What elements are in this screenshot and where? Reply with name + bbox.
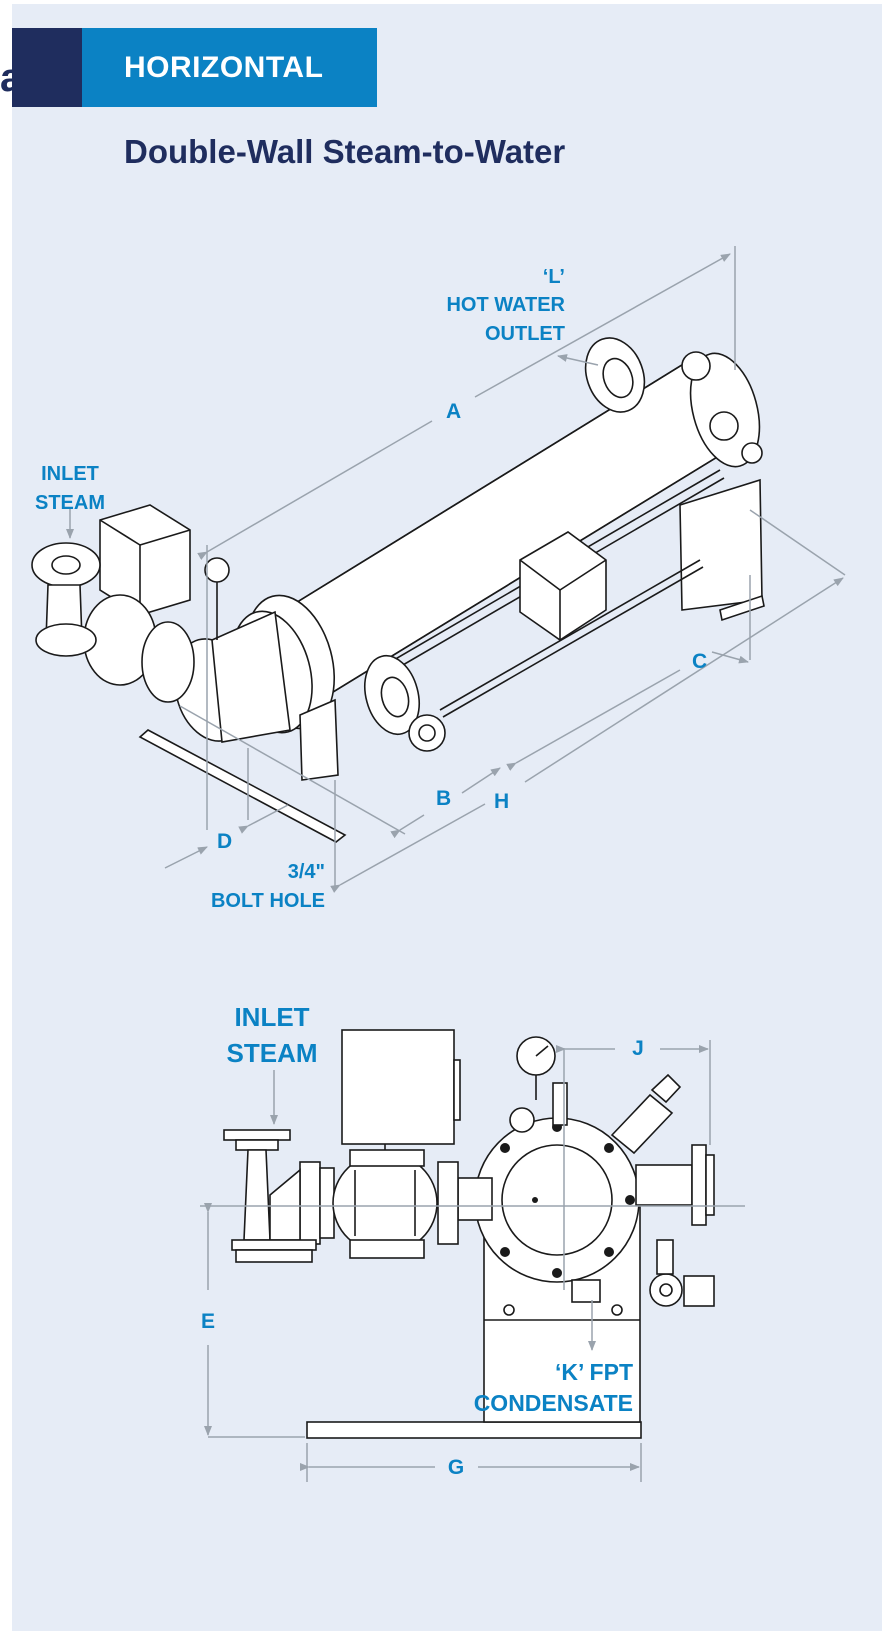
end-inlet-steam-label-line1: INLET <box>234 1002 309 1032</box>
hot-water-outlet-label-line1: HOT WATER <box>446 294 565 316</box>
isometric-dimension-lines <box>66 246 846 893</box>
end-view-dimension-lines <box>200 1040 745 1482</box>
bolt-hole-label: BOLT HOLE <box>211 890 325 912</box>
hot-water-outlet-label-line2: OUTLET <box>485 323 565 345</box>
dim-label-a: A <box>446 400 461 423</box>
condensate-size-label: ‘K’ FPT <box>555 1359 633 1385</box>
diagram-panel <box>12 4 882 1631</box>
dim-label-j: J <box>632 1037 644 1060</box>
diagram-subtitle: Double-Wall Steam-to-Water <box>124 133 566 170</box>
dim-label-g: G <box>448 1456 464 1479</box>
iso-inlet-steam-label-line1: INLET <box>41 463 99 485</box>
dim-label-h: H <box>494 790 509 813</box>
dim-label-e: E <box>201 1310 215 1333</box>
end-inlet-steam-label-line2: STEAM <box>227 1038 318 1068</box>
bolt-hole-size-label: 3/4" <box>288 861 325 883</box>
condensate-label: CONDENSATE <box>474 1390 633 1416</box>
end-view <box>223 1029 715 1439</box>
hot-water-outlet-size-label: ‘L’ <box>543 266 565 288</box>
orientation-tab-label: HORIZONTAL <box>124 50 324 84</box>
dim-label-b: B <box>436 787 451 810</box>
isometric-view <box>31 337 765 843</box>
dim-label-c: C <box>692 650 707 673</box>
section-tab-marker <box>12 28 82 107</box>
iso-inlet-steam-label-line2: STEAM <box>35 492 105 514</box>
orientation-tab: HORIZONTAL <box>82 28 377 107</box>
dim-label-d: D <box>217 830 232 853</box>
